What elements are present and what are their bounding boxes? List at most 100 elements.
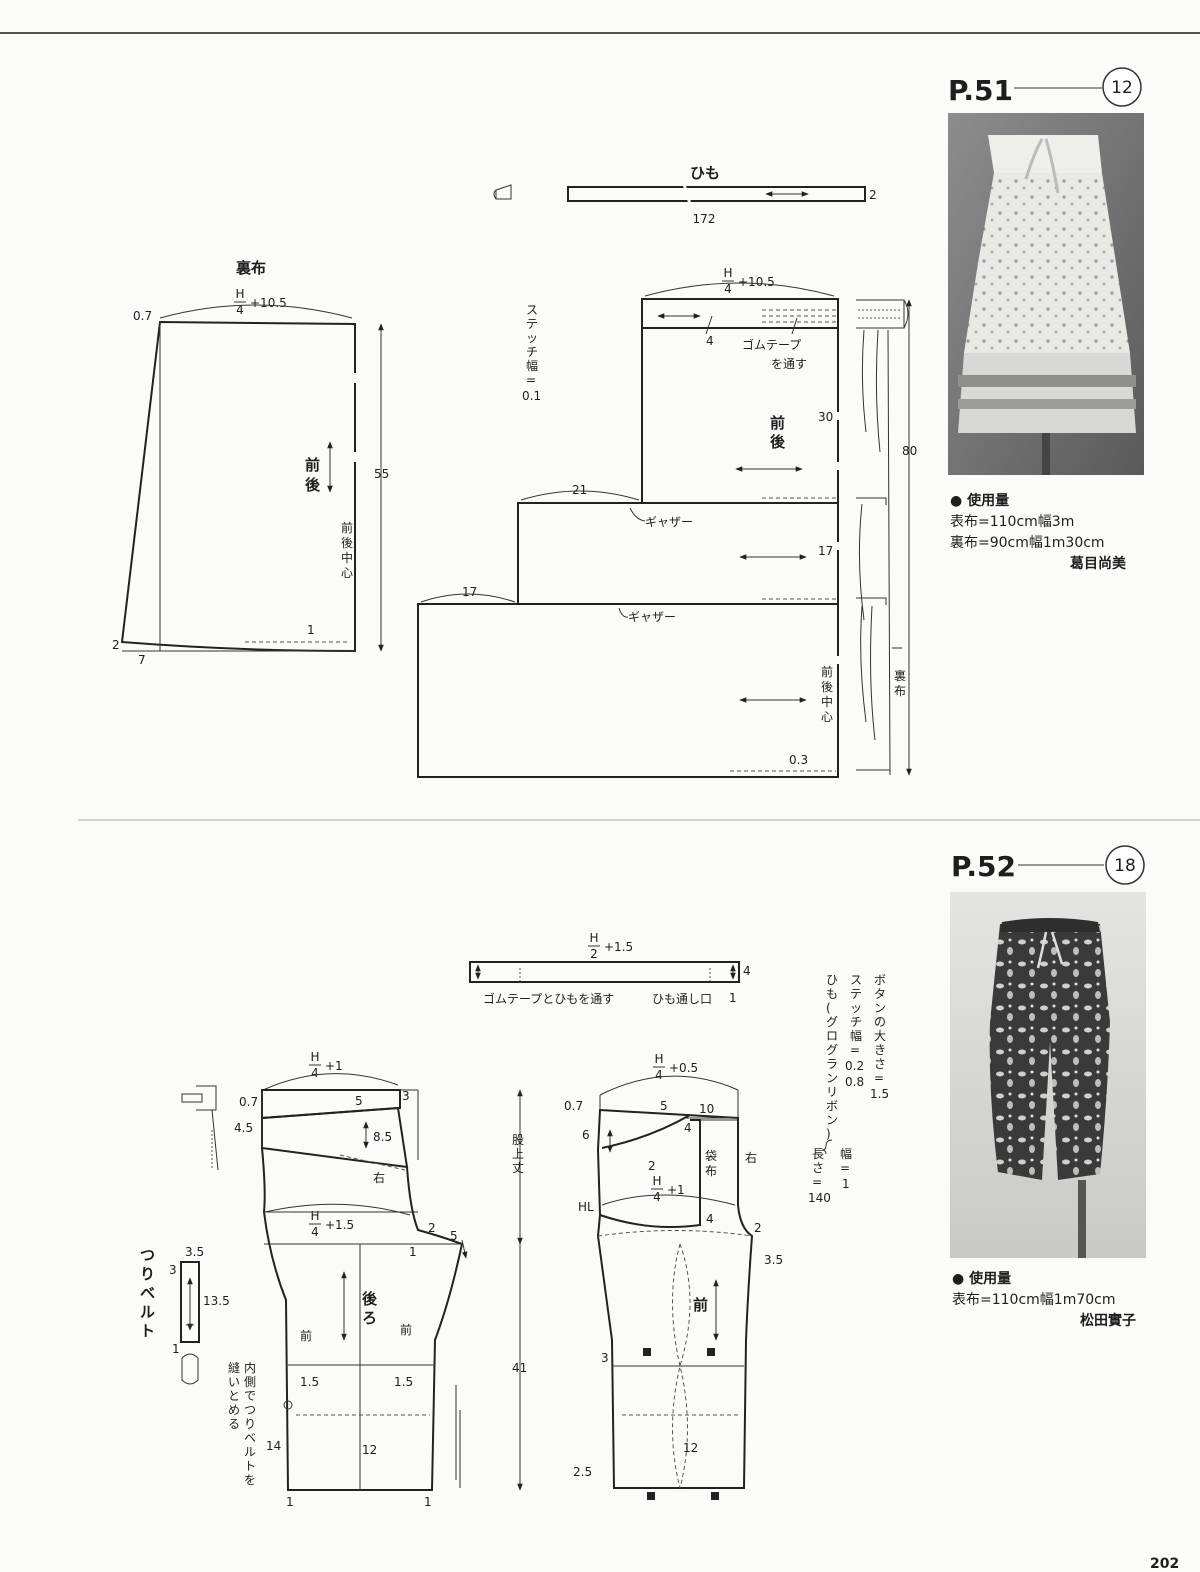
back-d-45: 4.5 bbox=[234, 1121, 253, 1135]
skirt-tier2-height: 17 bbox=[818, 544, 833, 558]
strap-sew-note: 内側でつりベルトを 縫いとめる bbox=[228, 1360, 260, 1487]
note-ribbon: ひも(グログランリボン) bbox=[826, 973, 838, 1141]
front-d-6: 6 bbox=[582, 1128, 590, 1142]
strap-piece: つりベルト 3.5 3 13.5 1 内側でつりベルトを 縫いとめる bbox=[140, 1245, 260, 1487]
page-label-p52: P.52 bbox=[951, 850, 1016, 883]
band-width: 4 bbox=[743, 964, 751, 978]
usage-line-3: 表布=110cm幅1m70cm bbox=[952, 1292, 1116, 1308]
back-d-12: 12 bbox=[362, 1443, 377, 1457]
skirt-band-width: 4 bbox=[706, 334, 714, 348]
lining-waist-den: 4 bbox=[236, 303, 244, 317]
front-right: 右 bbox=[745, 1150, 757, 1165]
skirt-stitch-note: ステッチ幅=0.1 bbox=[522, 303, 541, 403]
front-d-3: 3 bbox=[601, 1351, 609, 1365]
front-label: 前 bbox=[693, 1296, 708, 1314]
back-d-2: 2 bbox=[428, 1221, 436, 1235]
back-d-5b: 5 bbox=[450, 1229, 458, 1243]
lining-piece-label: 前後 bbox=[304, 456, 321, 494]
band-allow: 1 bbox=[729, 991, 737, 1005]
tie-title: ひも bbox=[690, 164, 720, 182]
lining-waist-plus: +10.5 bbox=[250, 296, 287, 310]
band-formula-den: 2 bbox=[590, 947, 598, 961]
skirt-piece-label: 前後 bbox=[769, 414, 786, 451]
lining-title: 裏布 bbox=[235, 259, 266, 277]
front-pants-piece: H 4 +0.5 前 0.7 5 10 6 4 2 袋布 右 HL H 4 +1 bbox=[564, 1052, 783, 1500]
back-label: 後ろ bbox=[361, 1290, 378, 1327]
skirt-tier1-height: 30 bbox=[818, 410, 833, 424]
bullet-icon: ● bbox=[952, 1271, 965, 1287]
front-waist-plus: +0.5 bbox=[669, 1061, 698, 1075]
back-d-15-right: 1.5 bbox=[394, 1375, 413, 1389]
front-pocket: 袋布 bbox=[705, 1149, 717, 1178]
page-label-p51: P.51 bbox=[948, 74, 1013, 107]
back-hem-right: 1 bbox=[424, 1495, 432, 1509]
strap-bottom: 1 bbox=[172, 1342, 180, 1356]
back-d-14: 14 bbox=[266, 1439, 281, 1453]
front-d-25: 2.5 bbox=[573, 1465, 592, 1479]
skirt-hem-allow: 0.3 bbox=[789, 753, 808, 767]
usage-line-2: 裏布=90cm幅1m30cm bbox=[950, 535, 1105, 551]
designer-name: 葛目尚美 bbox=[1070, 556, 1126, 572]
skirt-total-length: 80 bbox=[902, 444, 917, 458]
front-waist-num: H bbox=[654, 1052, 663, 1066]
skirt-tier3-ext: 17 bbox=[462, 585, 477, 599]
back-hem-left: 1 bbox=[286, 1495, 294, 1509]
front-d-4: 4 bbox=[684, 1121, 692, 1135]
tie-length: 172 bbox=[693, 212, 716, 226]
front-hl: HL bbox=[578, 1200, 594, 1214]
back-front-right: 前 bbox=[400, 1322, 412, 1337]
strap-side: 3 bbox=[169, 1263, 177, 1277]
front-d-2b: 2 bbox=[754, 1221, 762, 1235]
strap-title: つりベルト bbox=[140, 1246, 155, 1340]
back-d-85: 8.5 bbox=[373, 1130, 392, 1144]
pattern-number-18: 18 bbox=[1114, 856, 1136, 876]
rise-label: 股上丈 bbox=[512, 1133, 524, 1175]
front-d-2: 2 bbox=[648, 1159, 656, 1173]
skirt-tier2-ext: 21 bbox=[572, 483, 587, 497]
skirt-elastic-note-1: ゴムテープ bbox=[742, 337, 801, 352]
lining-height: 55 bbox=[374, 467, 389, 481]
band-note-right: ひも通し口 bbox=[652, 992, 712, 1006]
skirt-waist-plus: +10.5 bbox=[738, 275, 775, 289]
usage-info-p51: ● 使用量 表布=110cm幅3m 裏布=90cm幅1m30cm 葛目尚美 bbox=[950, 491, 1126, 575]
skirt-gather-2: ギャザー bbox=[628, 610, 676, 624]
inseam-length: 41 bbox=[512, 1361, 527, 1375]
back-right: 右 bbox=[373, 1170, 385, 1185]
band-note-left: ゴムテープとひもを通す bbox=[483, 991, 614, 1006]
strap-top: 3.5 bbox=[185, 1245, 204, 1259]
tiered-skirt-piece: H 4 +10.5 ステッチ幅=0.1 4 ゴムテープ を通す 前後 30 21… bbox=[417, 266, 917, 778]
front-waist-den: 4 bbox=[655, 1068, 663, 1082]
usage-line-1: 表布=110cm幅3m bbox=[950, 514, 1075, 530]
lining-piece: 裏布 H 4 +10.5 0.7 前後 前後中心 55 2 7 1 bbox=[112, 259, 389, 667]
front-d-10: 10 bbox=[699, 1102, 714, 1116]
skirt-photo bbox=[948, 113, 1144, 475]
band-formula-plus: +1.5 bbox=[604, 940, 633, 954]
back-hip-plus: +1.5 bbox=[325, 1218, 354, 1232]
back-hip-den: 4 bbox=[311, 1225, 319, 1239]
pattern-number-12: 12 bbox=[1111, 78, 1133, 98]
front-d-07: 0.7 bbox=[564, 1099, 583, 1113]
rise-dimensions: 股上丈 41 bbox=[512, 1089, 527, 1491]
usage-title: ● 使用量 bbox=[950, 493, 1010, 509]
lining-hem-allow: 1 bbox=[307, 623, 315, 637]
tie-width: 2 bbox=[869, 188, 877, 202]
waistband-piece: H 2 +1.5 4 1 ゴムテープとひもを通す ひも通し口 bbox=[469, 931, 751, 1006]
usage-title-2: ● 使用量 bbox=[952, 1271, 1012, 1287]
back-waist-den: 4 bbox=[311, 1066, 319, 1080]
back-hip-num: H bbox=[310, 1209, 319, 1223]
front-hip-num: H bbox=[652, 1174, 661, 1188]
band-formula-num: H bbox=[589, 931, 598, 945]
skirt-center-label: 前後中心 bbox=[821, 664, 833, 724]
front-d-4b: 4 bbox=[706, 1212, 714, 1226]
back-d-3: 3 bbox=[402, 1089, 410, 1103]
skirt-gather-1: ギャザー bbox=[645, 515, 693, 529]
front-d-35: 3.5 bbox=[764, 1253, 783, 1267]
bullet-icon: ● bbox=[950, 493, 963, 509]
designer-name-2: 松田實子 bbox=[1080, 1313, 1136, 1329]
page-number: 202 bbox=[1150, 1556, 1179, 1572]
front-d-5: 5 bbox=[660, 1099, 668, 1113]
pattern-number-badge-2 bbox=[1105, 845, 1145, 885]
